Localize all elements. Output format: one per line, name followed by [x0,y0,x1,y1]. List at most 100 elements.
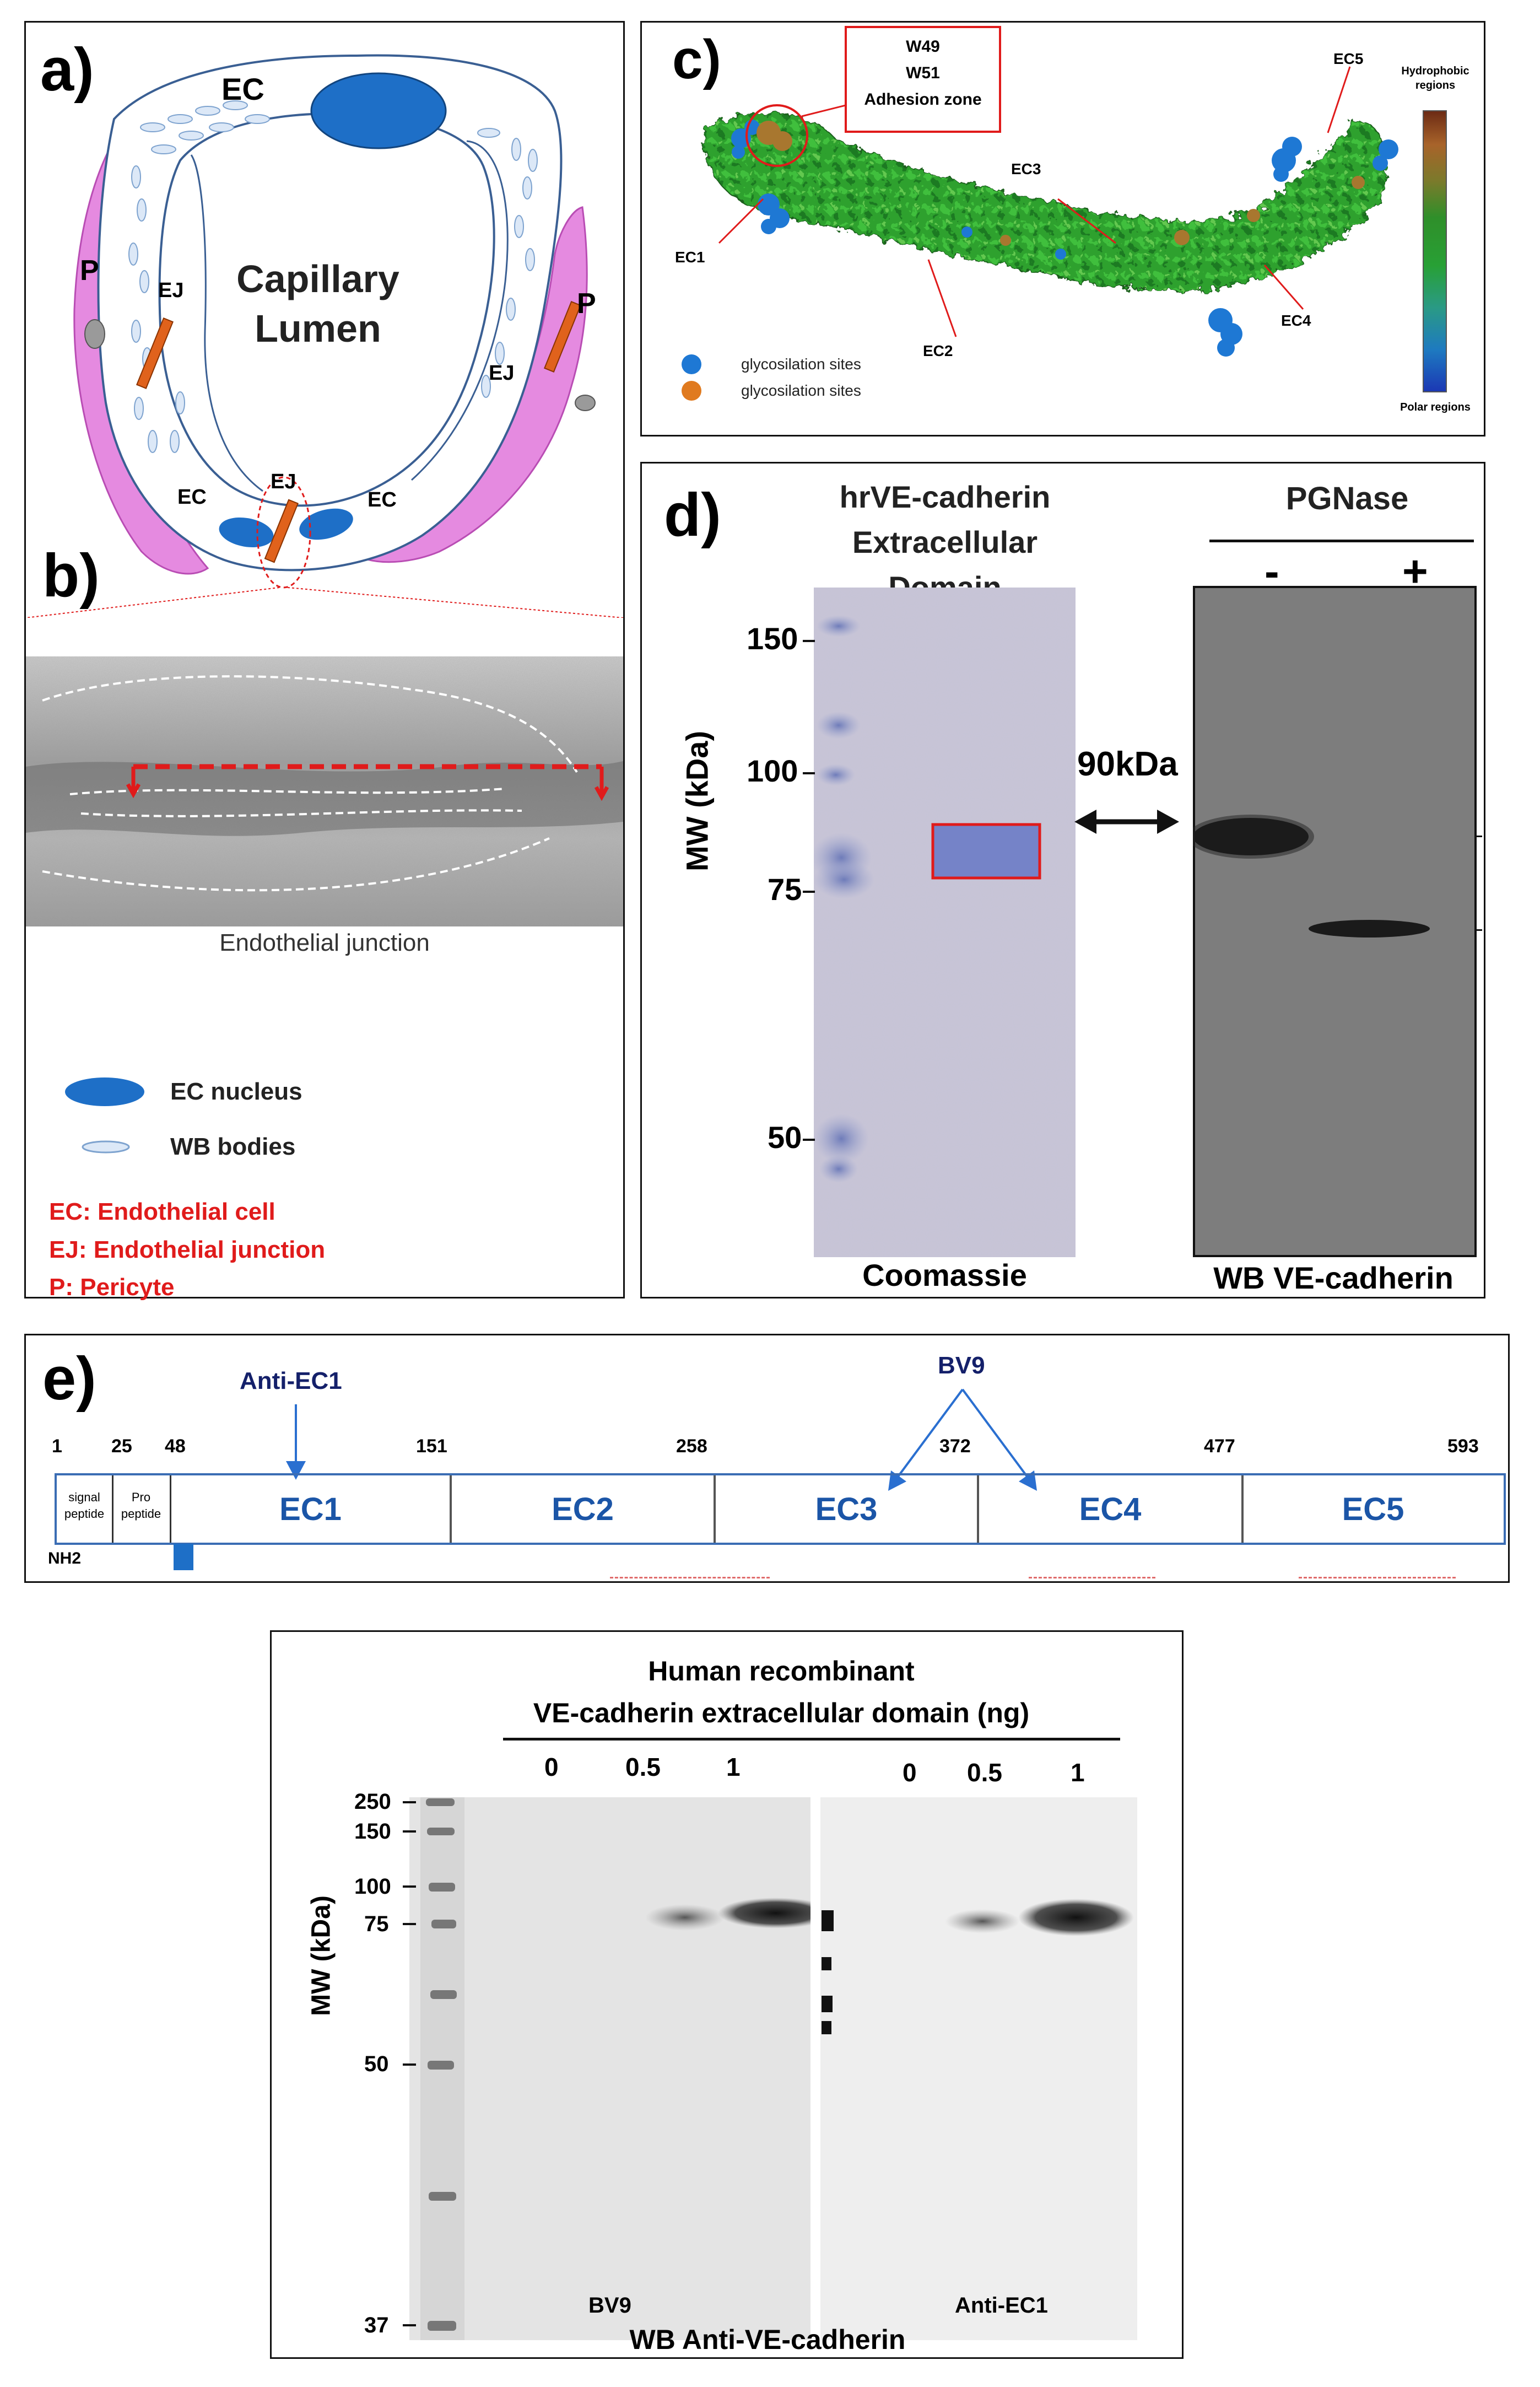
gel-title-line-1: hrVE-cadherin [839,479,1051,514]
panel-ab: a) [24,21,625,1301]
junction-left [136,317,174,389]
red-dash-3 [1299,1577,1456,1578]
junction-bottom [264,499,299,563]
pro-peptide: Pro peptide [121,1490,161,1521]
domain-bar: signal peptide Pro peptide EC1 EC2 EC3 E… [55,1473,1506,1545]
panel-d-label: d) [664,481,721,549]
panel-f: Human recombinant VE-cadherin extracellu… [270,1630,1184,2359]
tick-150: 150 [747,621,798,656]
nh2-label: NH2 [48,1549,82,1567]
pgnase-line [1209,540,1474,542]
ec-bottom-right-label: EC [368,488,397,511]
capillary-diagram [26,54,623,618]
caption-bv9: BV9 [588,2293,631,2318]
domain-ec1: EC1 [675,249,705,266]
callout-w49: W49 [906,37,940,56]
wb-edge-mark-2 [1477,929,1482,931]
tick-mark-50 [803,1139,815,1141]
red-dash-1 [610,1577,770,1578]
ec-nucleus-icon [65,1077,144,1106]
double-arrow-icon [1074,810,1179,834]
lane-right-05: 0.5 [967,1758,1002,1787]
tick-mark-75 [803,891,815,893]
coomassie-gel [814,588,1076,1257]
protein-structure [682,26,1447,401]
lumen-line-2: Lumen [255,307,381,350]
band-label-90kda: 90kDa [1077,745,1178,783]
panel-e-label: e) [42,1345,96,1413]
wb-title-underline [503,1738,1120,1741]
pos-1: 1 [52,1436,62,1457]
western-blot-antibodies [403,1797,1137,2340]
pos-372: 372 [939,1436,971,1457]
sep-1 [112,1475,114,1543]
em-caption: Endothelial junction [219,929,430,956]
y-axis-label: MW (kDa) [679,730,715,872]
tick-75: 75 [768,872,802,907]
domain-ec5: EC5 [1333,50,1364,67]
panel-e: e) Anti-EC1 BV9 1 25 48 151 258 372 477 … [24,1334,1510,1583]
sep-5 [977,1475,979,1543]
wb-tick-50: 50 [364,2052,389,2076]
wb-edge-mark-1 [1477,836,1482,837]
legend-glyco-orange: glycosilation sites [741,382,861,399]
em-micrograph [26,656,623,960]
anti-ec1-label: Anti-EC1 [240,1367,342,1394]
tick-mark-100 [803,772,815,774]
panel-c-label: c) [672,29,721,90]
western-blot-pgnase [1193,586,1477,1257]
wb-tick-37: 37 [364,2313,389,2337]
junction-right [544,301,581,373]
domain-ec2-box: EC2 [552,1491,614,1527]
adhesion-callout: W49 W51 Adhesion zone [846,34,1000,113]
pos-151: 151 [416,1436,447,1457]
sep-3 [450,1475,452,1543]
panel-d: d) hrVE-cadherin Extracellular Domain PG… [640,462,1485,1298]
ej-right-label: EJ [489,362,515,385]
pos-25: 25 [111,1436,132,1457]
bv9-label: BV9 [938,1352,985,1379]
sep-2 [170,1475,171,1543]
pericyte-right-label: P [577,288,596,320]
tick-100: 100 [747,753,798,788]
abbr-ej: EJ: Endothelial junction [49,1236,326,1263]
capillary-lumen-label: Capillary Lumen [235,254,401,353]
lane-right-0: 0 [903,1758,917,1787]
ec-bottom-left-label: EC [177,486,207,509]
scale-top-label: Hydrophobic regions [1401,65,1469,91]
lane-left-05: 0.5 [625,1753,661,1781]
red-dash-2 [1029,1577,1155,1578]
pos-477: 477 [1204,1436,1235,1457]
wb-tick-100: 100 [354,1874,391,1899]
ej-bottom-label: EJ [271,470,296,493]
gel-title: hrVE-cadherin Extracellular Domain [818,475,1072,610]
domain-ec3-box: EC3 [815,1491,878,1527]
callout-w51: W51 [906,64,940,82]
lumen-line-1: Capillary [236,257,399,300]
domain-ec2: EC2 [923,342,953,359]
wb-tick-75: 75 [364,1912,389,1936]
wb-caption: WB VE-cadherin [1213,1260,1453,1295]
domain-ec1-box: EC1 [279,1491,342,1527]
domain-ec3: EC3 [1011,160,1041,177]
wb-tick-150: 150 [354,1819,391,1844]
wb-tick-250: 250 [354,1790,391,1814]
tick-mark-150 [803,640,815,642]
panel-c: c) [640,21,1485,437]
panel-b-label: b) [42,542,100,610]
sep-6 [1241,1475,1244,1543]
wb-title-line-2: VE-cadherin extracellular domain (ng) [533,1698,1030,1728]
callout-adhesion: Adhesion zone [864,90,982,109]
sep-4 [714,1475,716,1543]
coomassie-caption: Coomassie [862,1258,1027,1292]
pgnase-label: PGNase [1285,481,1409,516]
ec-nucleus-top [310,72,447,149]
domain-ec5-box: EC5 [1342,1491,1404,1527]
pos-258: 258 [676,1436,707,1457]
ec-nucleus-bottom-left [219,517,274,548]
pericyte-left-label: P [80,255,99,287]
lane-left-1: 1 [726,1753,741,1781]
ec-nucleus-bottom-right [299,508,353,540]
wb-title-line-1: Human recombinant [648,1656,915,1686]
panel-a-label: a) [40,36,94,104]
